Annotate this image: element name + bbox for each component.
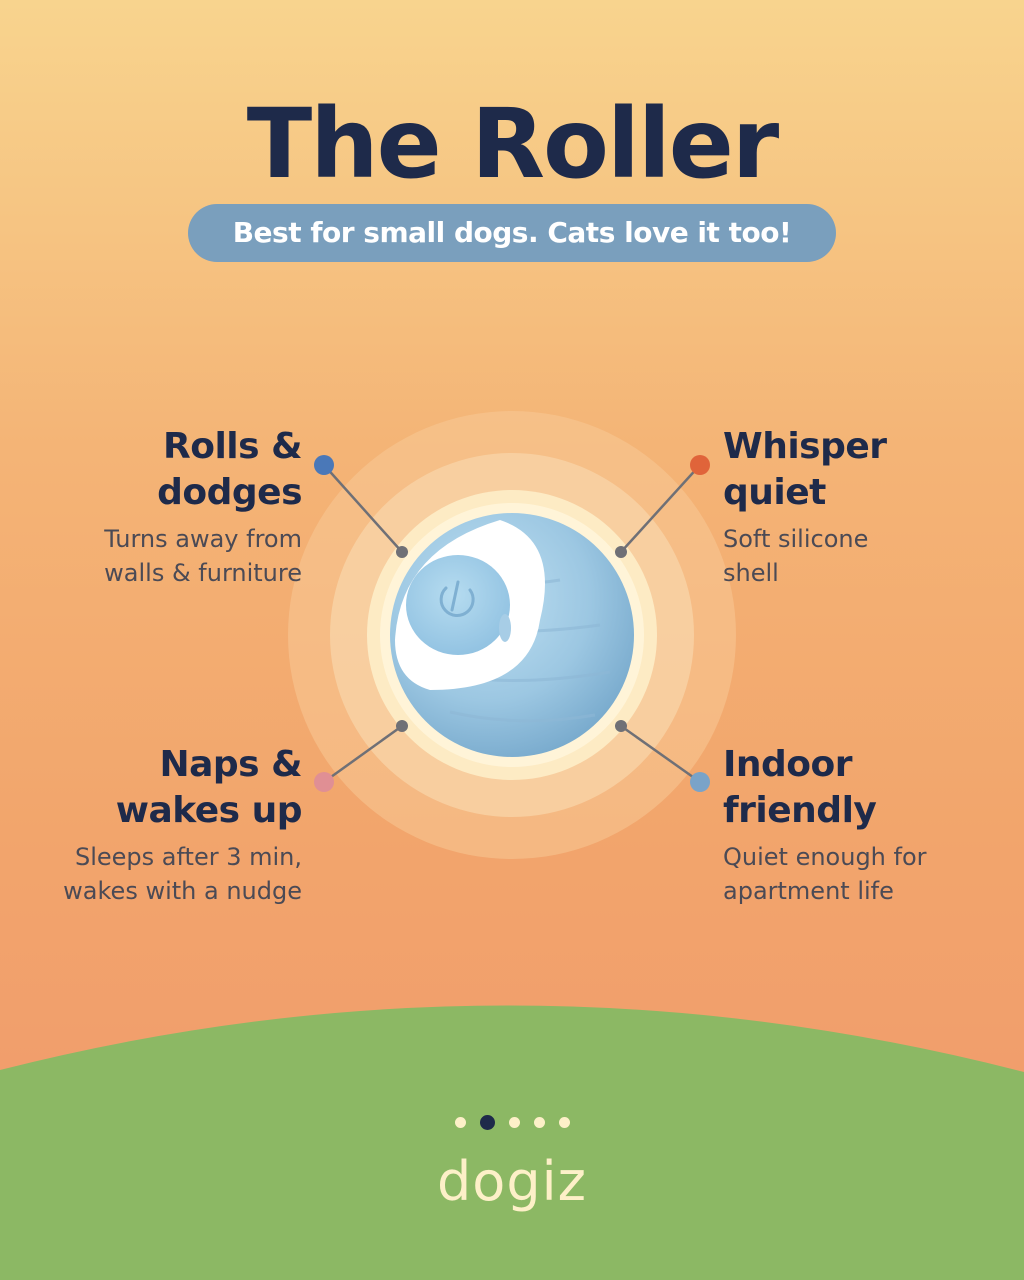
anchor-dot [615, 720, 627, 732]
subtitle-pill: Best for small dogs. Cats love it too! [188, 204, 836, 262]
ball-toy [390, 513, 634, 757]
anchor-dot [615, 546, 627, 558]
connector-whisper [620, 464, 701, 553]
feature-title: Indoor friendly [723, 744, 877, 831]
pagination-dot[interactable] [533, 1116, 545, 1128]
feature-description: Quiet enough for apartment life [723, 843, 927, 905]
feature-description: Sleeps after 3 min, wakes with a nudge [63, 843, 302, 905]
connector-lines [323, 464, 701, 784]
feature-description: Turns away from walls & furniture [104, 525, 302, 587]
anchor-dot [396, 720, 408, 732]
feature-description: Soft silicone shell [723, 525, 869, 587]
pagination-dot[interactable] [508, 1116, 520, 1128]
feature-title: Whisper quiet [723, 426, 887, 513]
brand-logo: dogiz [437, 1150, 587, 1213]
pagination-dot[interactable] [558, 1116, 570, 1128]
power-icon [439, 580, 475, 617]
feature-dot-naps [314, 772, 334, 792]
feature-indoor-friendly: Indoor friendly Quiet enough for apartme… [723, 742, 1023, 908]
feature-dot-indoor [690, 772, 710, 792]
connector-rolls [323, 464, 403, 553]
feature-title: Rolls & dodges [157, 426, 302, 513]
connector-indoor [620, 724, 701, 784]
connector-naps [323, 724, 403, 784]
carousel-pagination [0, 1114, 1024, 1130]
pagination-dot-active[interactable] [479, 1114, 495, 1130]
feature-title: Naps & wakes up [115, 744, 303, 831]
feature-rolls-dodges: Rolls & dodges Turns away from walls & f… [0, 424, 302, 590]
feature-naps-wakes: Naps & wakes up Sleeps after 3 min, wake… [0, 742, 302, 908]
anchor-dot [396, 546, 408, 558]
feature-dot-whisper [690, 455, 710, 475]
connector-dots [314, 455, 710, 792]
feature-dot-rolls [314, 455, 334, 475]
page-title: The Roller [246, 88, 780, 200]
pagination-dot[interactable] [454, 1116, 466, 1128]
feature-whisper-quiet: Whisper quiet Soft silicone shell [723, 424, 1023, 590]
